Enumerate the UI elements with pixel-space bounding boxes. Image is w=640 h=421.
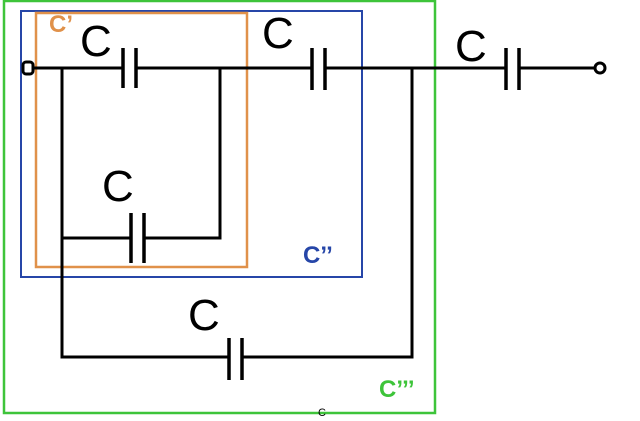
middle-group-label: C’’ <box>303 242 333 269</box>
capacitor-label-middle: C <box>102 162 134 211</box>
capacitor-label-top-right: C <box>455 22 487 71</box>
capacitor-middle <box>129 213 146 263</box>
input-terminal <box>21 60 35 76</box>
middle-group-box <box>20 10 363 278</box>
outer-group-box <box>2 0 437 415</box>
output-terminal <box>593 61 607 75</box>
capacitor-top-middle <box>310 48 327 90</box>
inner-group-box <box>34 11 249 269</box>
capacitor-bottom <box>227 338 244 380</box>
capacitor-top-right <box>504 48 521 90</box>
capacitor-top-left <box>121 48 138 88</box>
capacitor-label-bottom: C <box>188 291 220 340</box>
capacitor-label-top-left: C <box>80 17 112 66</box>
outer-group-label: C’’’ <box>379 376 415 403</box>
inner-group-label: C’ <box>49 11 73 38</box>
capacitor-label-top-middle: C <box>262 9 294 58</box>
footer-label: C <box>318 407 326 419</box>
